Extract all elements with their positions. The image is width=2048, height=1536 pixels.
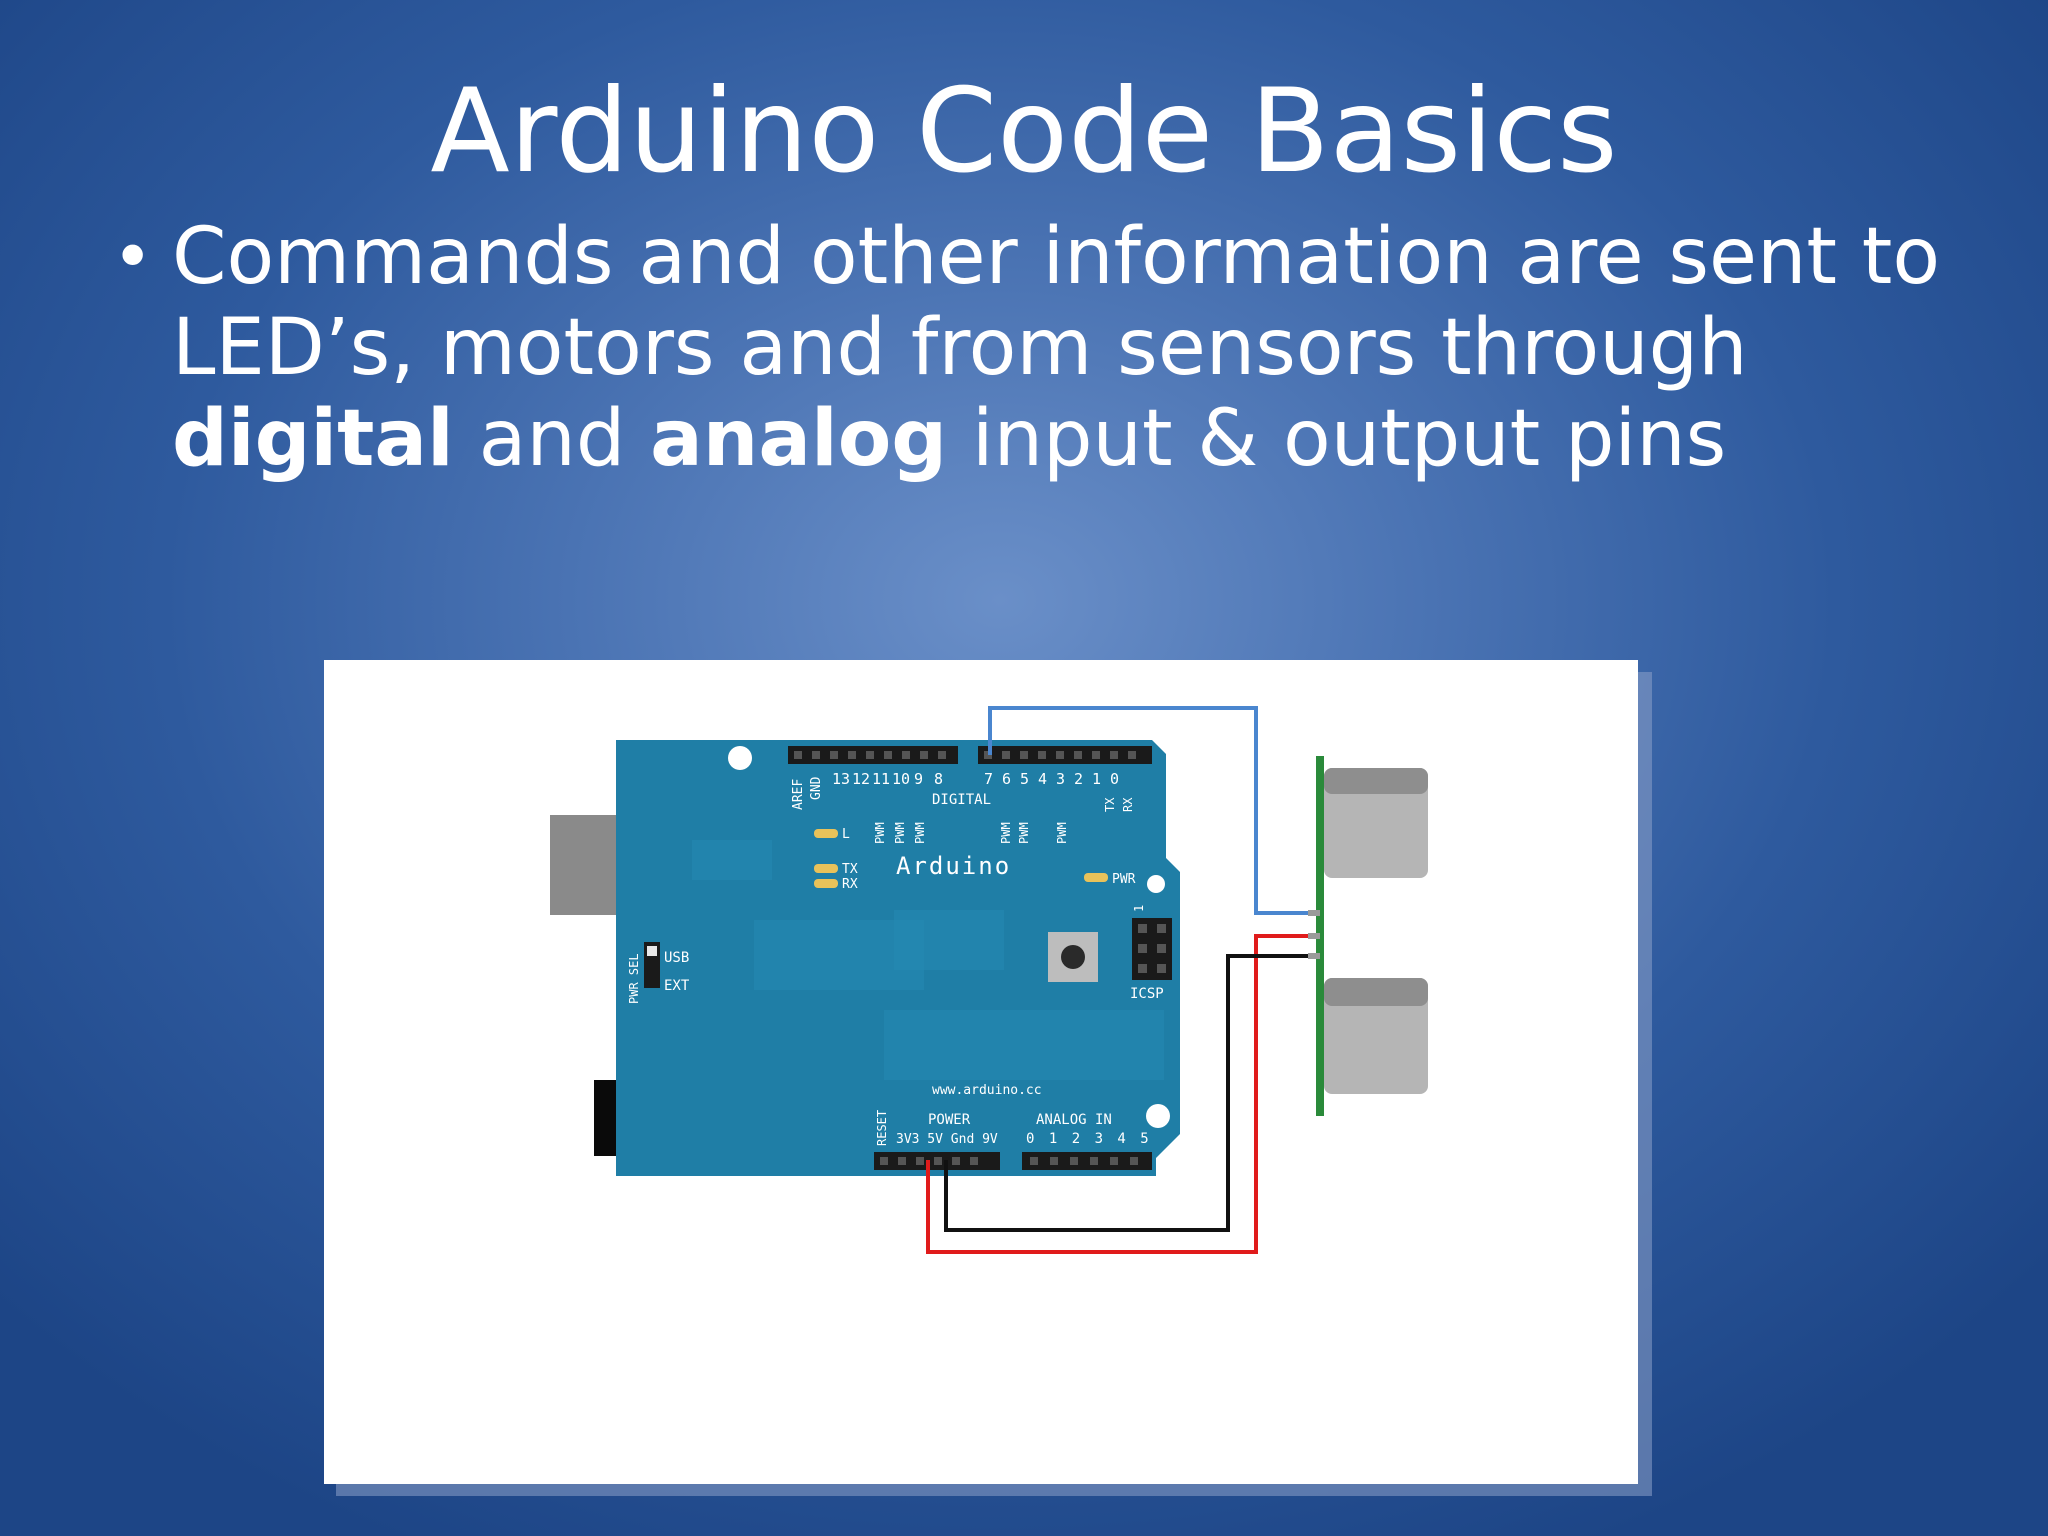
bullet-item: • Commands and other information are sen… bbox=[112, 212, 2012, 485]
led-l-label: L bbox=[842, 827, 850, 842]
arduino-diagram: AREF GND 13 12 11 10 9 8 7 6 5 4 3 2 1 0… bbox=[550, 706, 1428, 1254]
analog-label: ANALOG IN bbox=[1036, 1112, 1112, 1128]
sensor-transducer-bottom-rim bbox=[1324, 978, 1428, 1006]
pin-numbers-low: 7 6 5 4 3 2 1 0 bbox=[984, 770, 1119, 788]
led-pwr bbox=[1084, 873, 1108, 882]
usb-label: USB bbox=[664, 950, 689, 966]
rx-label: RX bbox=[842, 877, 858, 892]
power-wire bbox=[926, 934, 1314, 1254]
svg-text:5: 5 bbox=[1020, 770, 1029, 788]
bullet-list: • Commands and other information are sen… bbox=[112, 212, 2012, 485]
svg-text:10: 10 bbox=[892, 770, 910, 788]
icsp-pins bbox=[1138, 924, 1166, 973]
svg-text:6: 6 bbox=[1002, 770, 1011, 788]
ground-wire bbox=[944, 954, 1314, 1232]
svg-text:13: 13 bbox=[832, 770, 850, 788]
led-rx bbox=[814, 879, 838, 888]
sensor-transducer-bottom bbox=[1324, 978, 1428, 1094]
board-detail-2 bbox=[894, 910, 1004, 970]
icsp-pin1-label: 1 bbox=[1132, 905, 1146, 912]
svg-text:12: 12 bbox=[852, 770, 870, 788]
icsp-label: ICSP bbox=[1130, 986, 1164, 1002]
mount-hole bbox=[728, 746, 752, 770]
gnd-label: GND bbox=[809, 776, 824, 800]
mount-hole bbox=[1146, 1104, 1170, 1128]
tx-pin-label: TX bbox=[1103, 797, 1117, 812]
digital-label: DIGITAL bbox=[932, 792, 991, 808]
sensor-transducer-top-rim bbox=[1324, 768, 1428, 794]
pwm-labels: PWM PWM PWM PWM PWM PWM bbox=[873, 822, 1069, 844]
svg-text:7: 7 bbox=[984, 770, 993, 788]
svg-text:PWM: PWM bbox=[913, 822, 927, 844]
svg-text:PWM: PWM bbox=[1017, 822, 1031, 844]
analog-header bbox=[1022, 1152, 1152, 1170]
pin-numbers-high: 13 12 11 10 9 8 bbox=[832, 770, 943, 788]
svg-text:2: 2 bbox=[1074, 770, 1083, 788]
arduino-figure: AREF GND 13 12 11 10 9 8 7 6 5 4 3 2 1 0… bbox=[324, 660, 1638, 1484]
rx-pin-label: RX bbox=[1121, 797, 1135, 812]
bullet-text-3: input & output pins bbox=[947, 394, 1727, 484]
pwr-led-label: PWR bbox=[1112, 872, 1136, 887]
website-label: www.arduino.cc bbox=[932, 1083, 1042, 1098]
signal-wire bbox=[988, 706, 1314, 915]
svg-text:11: 11 bbox=[872, 770, 890, 788]
svg-text:4: 4 bbox=[1038, 770, 1047, 788]
jumper-cap bbox=[647, 946, 657, 956]
analog-pins-label: 0 1 2 3 4 5 bbox=[1026, 1131, 1152, 1147]
power-pins-label: 3V3 5V Gnd 9V bbox=[896, 1132, 998, 1147]
power-label: POWER bbox=[928, 1112, 971, 1128]
svg-text:3: 3 bbox=[1056, 770, 1065, 788]
bullet-bold-digital: digital bbox=[172, 394, 454, 484]
reset-button-cap bbox=[1061, 945, 1085, 969]
svg-text:1: 1 bbox=[1092, 770, 1101, 788]
digital-header-low bbox=[978, 746, 1152, 764]
svg-text:0: 0 bbox=[1110, 770, 1119, 788]
board-chip-area-2 bbox=[884, 1010, 1164, 1080]
reset-label: RESET bbox=[875, 1110, 889, 1146]
ext-label: EXT bbox=[664, 978, 690, 994]
pwr-sel-label: PWR SEL bbox=[627, 953, 641, 1004]
svg-text:PWM: PWM bbox=[999, 822, 1013, 844]
mount-hole bbox=[1147, 875, 1165, 893]
sensor-transducer-top bbox=[1324, 768, 1428, 878]
bottom-header-pins bbox=[880, 1157, 1138, 1165]
svg-text:8: 8 bbox=[934, 770, 943, 788]
slide-title: Arduino Code Basics bbox=[430, 64, 1618, 199]
arduino-brand: Arduino bbox=[896, 852, 1011, 880]
aref-label: AREF bbox=[791, 779, 806, 810]
board-detail bbox=[692, 840, 772, 880]
bullet-text-2: and bbox=[453, 394, 651, 484]
bullet-bold-analog: analog bbox=[650, 394, 948, 484]
svg-text:9: 9 bbox=[914, 770, 923, 788]
led-l bbox=[814, 829, 838, 838]
svg-text:PWM: PWM bbox=[873, 822, 887, 844]
svg-text:PWM: PWM bbox=[893, 822, 907, 844]
bullet-dot-icon: • bbox=[112, 216, 154, 298]
svg-text:PWM: PWM bbox=[1055, 822, 1069, 844]
bullet-text-1: Commands and other information are sent … bbox=[172, 212, 1941, 393]
sensor-pins bbox=[1308, 910, 1320, 959]
tx-label: TX bbox=[842, 862, 858, 877]
led-tx bbox=[814, 864, 838, 873]
